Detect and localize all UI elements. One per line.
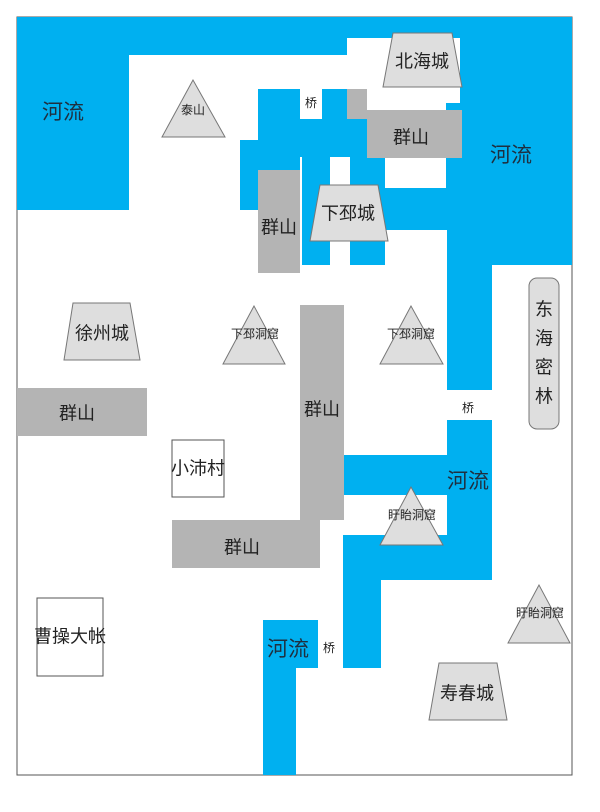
river-system xyxy=(17,17,572,775)
mountain-ranges xyxy=(17,89,462,568)
camp-box xyxy=(36,597,104,677)
river-label: 河流 xyxy=(267,637,309,661)
mountain-label: 群山 xyxy=(261,218,297,239)
city-label: 下邳城 xyxy=(321,204,375,225)
mountain-label: 群山 xyxy=(393,128,429,149)
city-label: 北海城 xyxy=(395,52,449,73)
city-label: 寿春城 xyxy=(440,684,494,705)
peak-label: 泰山 xyxy=(181,103,205,117)
river-label: 河流 xyxy=(42,100,84,124)
peak-label: 盱眙洞窟 xyxy=(388,507,436,522)
peaks xyxy=(161,78,571,644)
bridge-label: 桥 xyxy=(305,96,317,110)
city-label: 徐州城 xyxy=(75,324,129,345)
bridge-label: 桥 xyxy=(462,401,474,415)
cities xyxy=(63,32,508,721)
river-label: 河流 xyxy=(447,469,489,493)
village-label: 小沛村 xyxy=(171,459,225,480)
river-label: 河流 xyxy=(490,143,532,167)
forest-label: 东海密林 xyxy=(535,299,553,407)
peak-label: 下邳洞窟 xyxy=(387,326,435,341)
mountain-label: 群山 xyxy=(304,400,340,421)
bridge-label: 桥 xyxy=(323,641,335,655)
peak-label: 盱眙洞窟 xyxy=(516,605,564,620)
camp-label: 曹操大帐 xyxy=(34,627,106,648)
peak-label: 下邳洞窟 xyxy=(231,326,279,341)
mountain-label: 群山 xyxy=(224,538,260,559)
mountain-label: 群山 xyxy=(59,404,95,425)
forest-box xyxy=(528,277,560,430)
village-box xyxy=(171,439,225,498)
